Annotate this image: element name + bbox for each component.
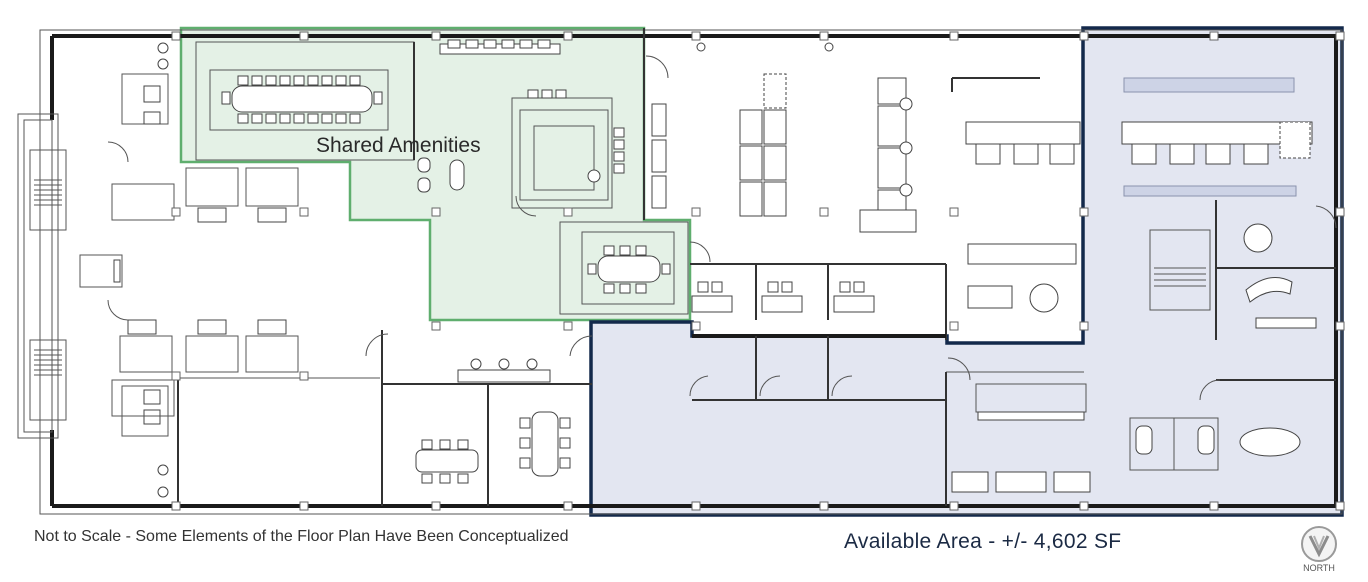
shared-amenities-furniture xyxy=(195,28,689,315)
west-core xyxy=(29,42,380,506)
open-office-workstations xyxy=(651,42,1081,313)
available-area-zone[interactable] xyxy=(589,26,1344,517)
scale-disclaimer: Not to Scale - Some Elements of the Floo… xyxy=(34,528,569,545)
private-offices xyxy=(690,263,947,401)
north-arrow-icon xyxy=(1301,526,1337,562)
shared-amenities-label: Shared Amenities xyxy=(316,134,481,157)
north-label: NORTH xyxy=(1303,563,1335,573)
available-area-interior xyxy=(945,77,1336,506)
door-swings xyxy=(107,55,1337,401)
south-conference-area xyxy=(381,330,592,506)
available-area-caption: Available Area - +/- 4,602 SF xyxy=(844,530,1122,553)
structural-columns xyxy=(171,31,1345,511)
